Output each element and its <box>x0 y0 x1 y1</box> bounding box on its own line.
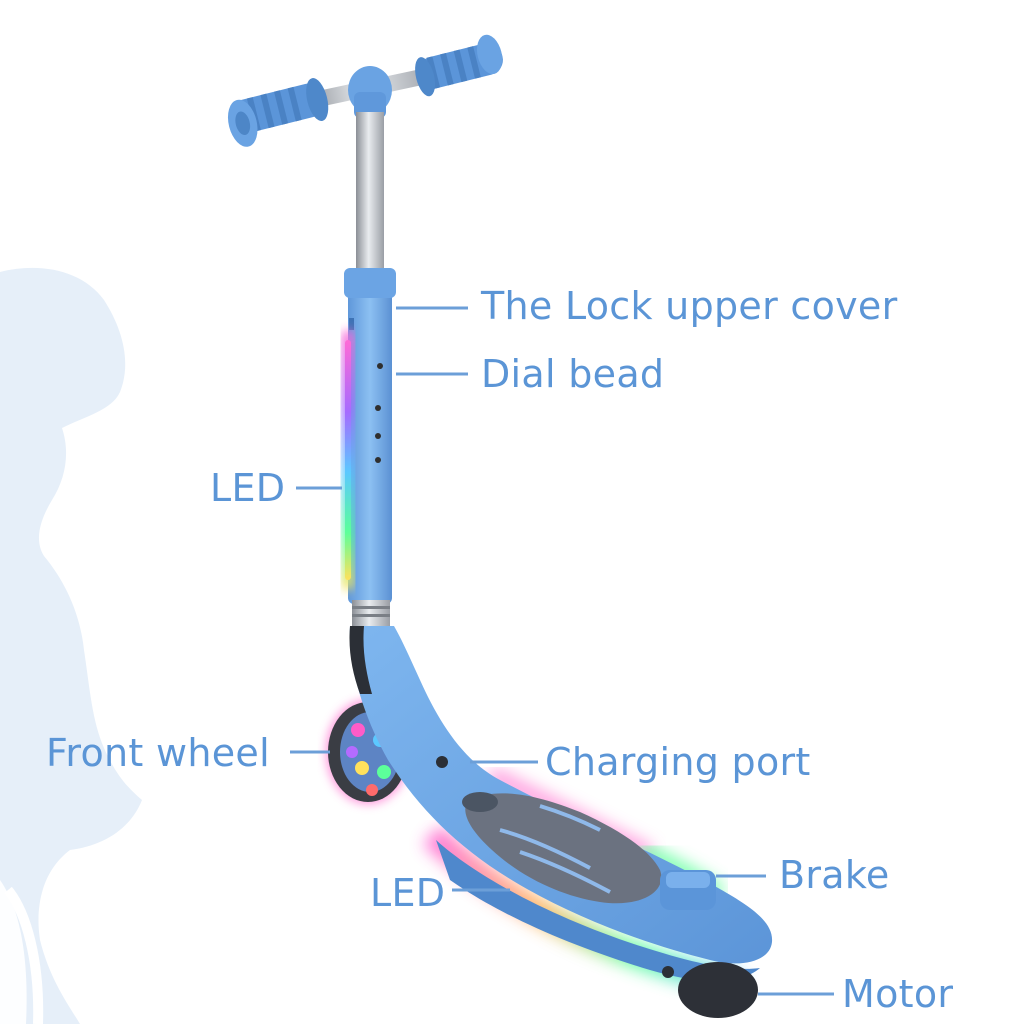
label-lock-upper-cover: The Lock upper cover <box>481 284 898 328</box>
label-front-wheel: Front wheel <box>46 731 270 775</box>
stem-tube <box>344 268 396 604</box>
label-led-deck: LED <box>370 871 446 915</box>
front-wheel <box>326 700 410 804</box>
handlebar <box>227 34 503 147</box>
left-grip <box>227 78 329 147</box>
label-brake: Brake <box>779 853 890 897</box>
stem-led-strip <box>342 330 354 590</box>
child-silhouette <box>0 267 142 1024</box>
upper-pole <box>356 112 384 280</box>
right-grip <box>415 34 503 97</box>
label-charging-port: Charging port <box>545 740 811 784</box>
label-dial-bead: Dial bead <box>481 352 665 396</box>
label-motor: Motor <box>842 972 954 1016</box>
label-led-stem: LED <box>210 466 286 510</box>
leader-lines <box>290 306 834 996</box>
fold-joint <box>352 600 390 626</box>
scooter-deck <box>349 626 773 1018</box>
